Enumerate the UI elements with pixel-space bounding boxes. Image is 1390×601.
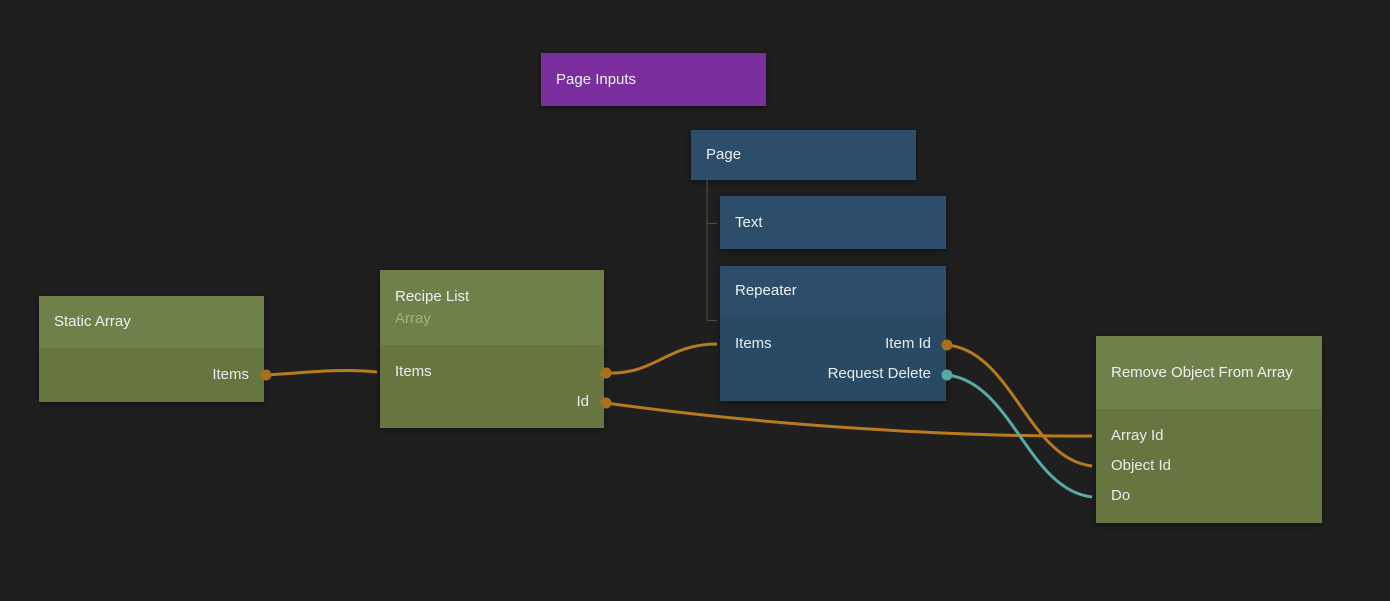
port-repeater-item-id-output[interactable]: Item Id [885,335,931,352]
wire-recipe-list-id-to-remove-array-id[interactable] [605,401,1093,438]
node-title: Repeater [735,281,797,299]
node-title: Remove Object From Array [1111,363,1293,381]
port-remove-do-input[interactable]: Do [1111,487,1131,504]
node-static-array[interactable]: Static Array Items [39,296,264,402]
port-remove-object-id-input[interactable]: Object Id [1111,457,1172,474]
node-title: Static Array [54,313,131,330]
node-page[interactable]: Page [691,130,916,180]
node-title: Page [706,146,742,163]
wire-static-array-items-to-recipe-list-items[interactable] [265,368,378,377]
port-recipe-list-id-output[interactable]: Id [576,393,589,410]
node-subtitle: Array [395,309,431,327]
wire-repeater-item-id-to-remove-object-id[interactable] [946,343,1093,468]
node-title: Text [735,213,763,231]
wire-repeater-request-delete-to-remove-do[interactable] [946,373,1093,499]
node-recipe-list[interactable]: Recipe List Array Items Id [380,270,604,428]
port-repeater-request-delete-output[interactable]: Request Delete [827,365,931,382]
port-remove-array-id-input[interactable]: Array Id [1111,427,1164,444]
port-repeater-items-input[interactable]: Items [735,335,772,352]
node-title: Page Inputs [556,70,637,88]
port-recipe-list-items-input[interactable]: Items [395,363,432,380]
wire-recipe-list-items-to-repeater-items[interactable] [605,342,718,375]
port-static-array-items-output[interactable]: Items [212,366,249,383]
node-remove-object-from-array[interactable]: Remove Object From Array Array Id Object… [1096,336,1322,523]
node-text[interactable]: Text [720,196,946,249]
node-page-inputs[interactable]: Page Inputs [541,53,766,106]
node-title: Recipe List [395,287,470,305]
node-repeater[interactable]: Repeater Items Item Id Request Delete [720,266,946,401]
